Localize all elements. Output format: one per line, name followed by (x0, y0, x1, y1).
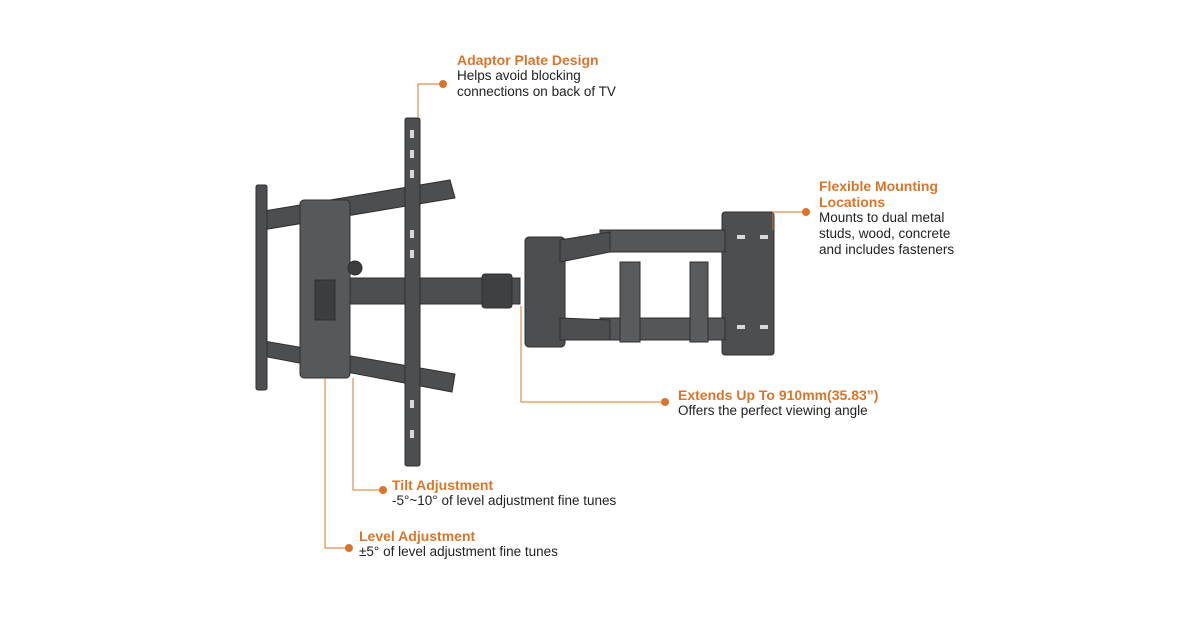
extends-dot (661, 398, 669, 406)
callout-text: studs, wood, concrete (819, 226, 951, 241)
leader-lines (324, 83, 806, 549)
callout-text: connections on back of TV (457, 84, 616, 99)
callout-level: Level Adjustment ±5° of level adjustment… (359, 528, 558, 560)
callout-title: Flexible Mounting (819, 178, 938, 194)
right-tv-rail (404, 117, 421, 467)
callout-title: Locations (819, 194, 886, 210)
tilt-dot (379, 486, 387, 494)
callout-text: Mounts to dual metal (819, 210, 945, 225)
callout-tilt: Tilt Adjustment -5°~10° of level adjustm… (392, 477, 616, 509)
level-dot (345, 544, 353, 552)
callout-flexible-mounting: Flexible Mounting Locations Mounts to du… (819, 178, 954, 258)
callout-text: ±5° of level adjustment fine tunes (359, 544, 558, 559)
callout-title: Level Adjustment (359, 528, 476, 544)
callout-text: Offers the perfect viewing angle (678, 403, 868, 418)
callout-text: Helps avoid blocking (457, 68, 581, 83)
lower-tv-arm (257, 339, 456, 393)
wall-pivot (524, 236, 566, 348)
arm-knuckle (481, 273, 513, 309)
callout-title: Extends Up To 910mm(35.83”) (678, 387, 879, 403)
wall-plate (599, 211, 775, 356)
callout-adaptor-plate: Adaptor Plate Design Helps avoid blockin… (457, 52, 616, 100)
upper-tv-arm (257, 179, 456, 231)
callout-text: -5°~10° of level adjustment fine tunes (392, 493, 617, 508)
callout-title: Adaptor Plate Design (457, 52, 599, 68)
callout-title: Tilt Adjustment (392, 477, 494, 493)
adaptor-dot (439, 80, 447, 88)
left-tv-rail (255, 184, 268, 391)
flexible-dot (802, 208, 810, 216)
callout-text: and includes fasteners (819, 242, 955, 257)
callout-extends: Extends Up To 910mm(35.83”) Offers the p… (678, 387, 878, 419)
